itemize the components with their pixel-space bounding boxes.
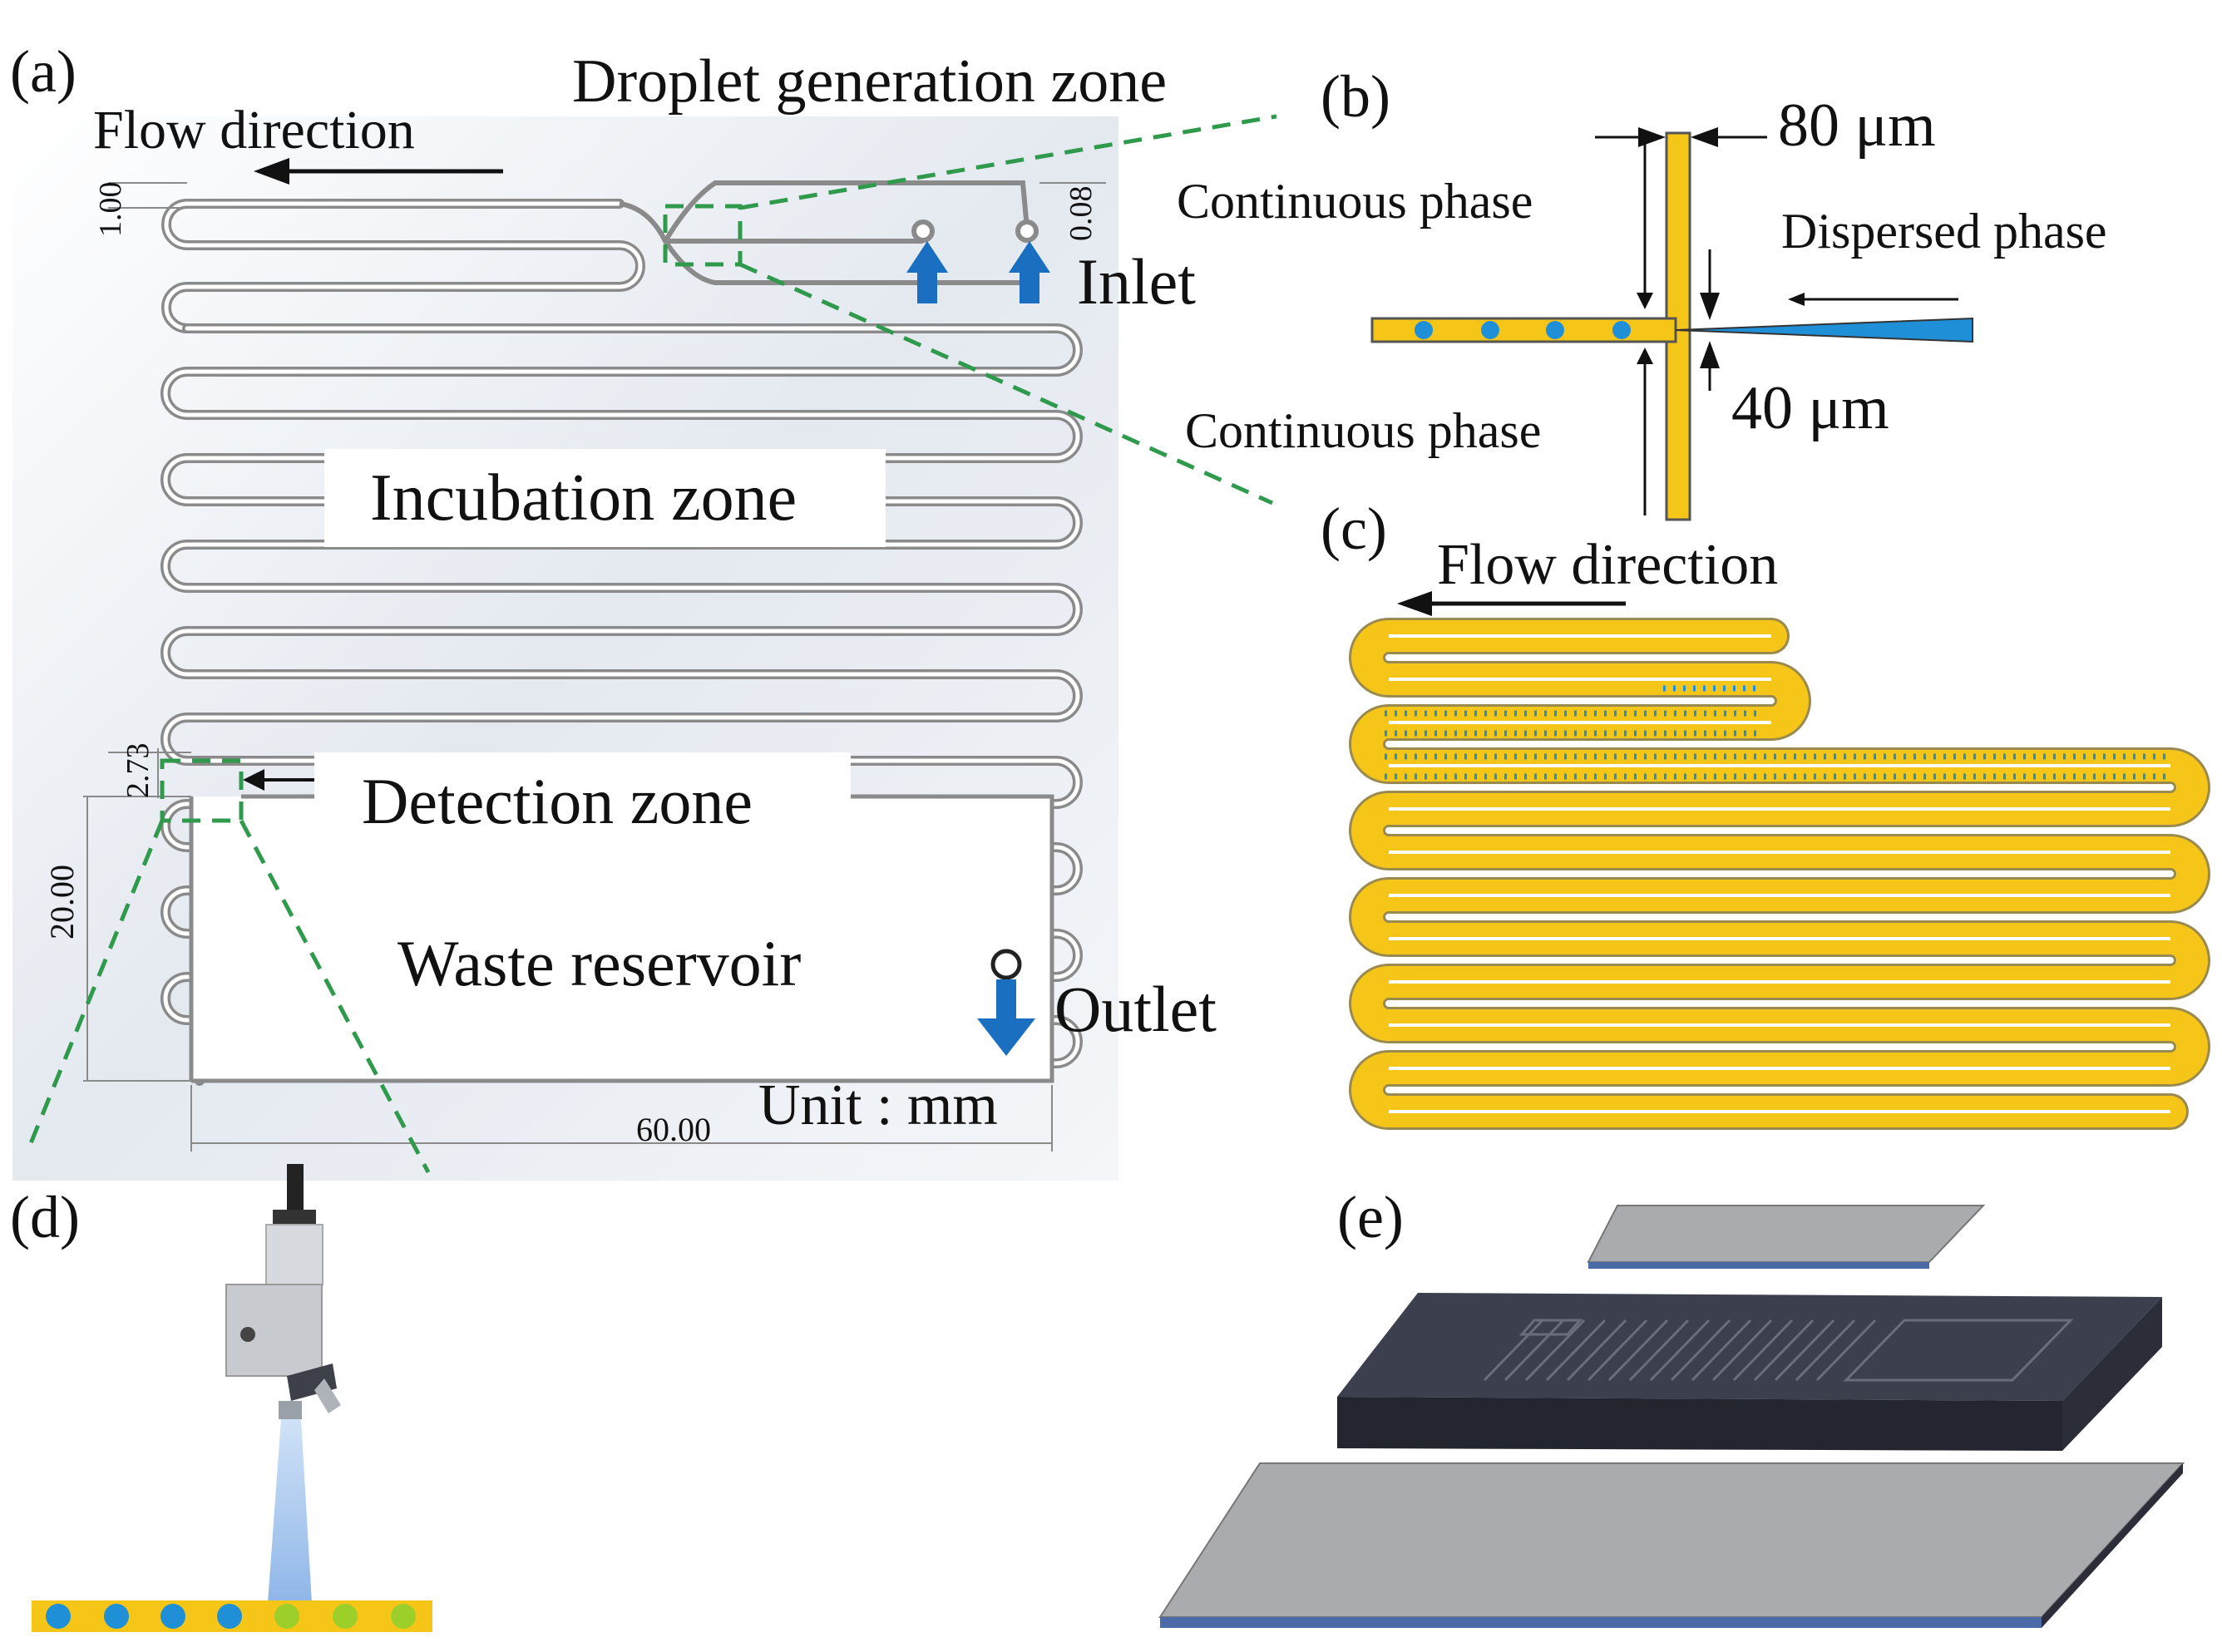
serpentine-c-fill [1351, 620, 2208, 1127]
continuous-top-label: Continuous phase [1177, 174, 1533, 229]
detection-label-bg [314, 752, 851, 848]
panel-d-letter: (d) [10, 1184, 80, 1250]
droplet-zone-label: Droplet generation zone [572, 47, 1167, 116]
droplet-generator-channels [619, 180, 1039, 285]
panel-e: (e) [1158, 1184, 2185, 1628]
flow-direction-label-c: Flow direction [1437, 533, 1778, 597]
top-cover [1587, 1205, 1986, 1269]
outlet-arrow [977, 979, 1035, 1056]
panel-e-letter: (e) [1337, 1184, 1404, 1250]
light-beam [268, 1419, 312, 1603]
dispersed-inlet [1675, 317, 1973, 343]
flow-direction-label-a: Flow direction [93, 100, 415, 160]
dim-detect-label: 2.73 [121, 743, 156, 799]
width-80-label: 80 μm [1778, 91, 1936, 160]
microscope-icon [225, 1164, 341, 1419]
continuous-bottom-label: Continuous phase [1185, 403, 1541, 458]
outlet-port [990, 949, 1022, 980]
upper-serpentine-inner [164, 201, 643, 331]
dispersed-label: Dispersed phase [1781, 204, 2107, 259]
dim-height-label: 20.00 [43, 865, 81, 939]
detection-zone-box [160, 758, 244, 823]
inlet-arrow-1 [906, 241, 948, 303]
incubation-serpentine-inner [163, 326, 1080, 1083]
width-40-label: 40 μm [1731, 374, 1889, 442]
serpentine-c-center [1389, 634, 2170, 1113]
glass-slide [1158, 1462, 2185, 1628]
detection-arrow-head [243, 769, 264, 791]
incubation-zone-label: Incubation zone [370, 461, 797, 535]
incubation-label-bg [324, 449, 886, 547]
waste-reservoir-label: Waste reservoir [397, 927, 801, 999]
dim-arrows-b [1595, 136, 1958, 515]
panel-d: (d) [10, 1164, 432, 1632]
panel-a-letter: (a) [10, 38, 77, 105]
chip-channel-pattern [1483, 1319, 1877, 1382]
flow-arrow-a-head [254, 158, 289, 185]
unit-label: Unit : mm [758, 1073, 998, 1137]
inlet-label: Inlet [1077, 245, 1196, 318]
panel-a: (a) Flow direction Droplet generation zo… [10, 38, 1277, 1181]
dim-channel-label: 1.00 [93, 182, 128, 238]
droplet-zone-box [663, 204, 743, 267]
panel-b: (b) 80 μm Continuous phase Dispersed pha… [1177, 63, 2107, 521]
droplets-b [1415, 321, 1631, 339]
inlet-arrows [906, 241, 1050, 303]
pdms-chip [1337, 1293, 2162, 1451]
detection-zone-label: Detection zone [362, 765, 753, 837]
droplet-dots-c [1385, 685, 2166, 780]
chip-reservoir-outline [1843, 1319, 2074, 1382]
guide-lines-a-b [663, 114, 1277, 505]
dim-width-label: 60.00 [636, 1111, 711, 1148]
panel-c-letter: (c) [1321, 496, 1387, 562]
dim-arrowheads-b [1637, 127, 1805, 368]
outlet-label: Outlet [1054, 973, 1217, 1045]
panel-b-letter: (b) [1321, 63, 1390, 130]
guide-lines-a-d [27, 758, 431, 1174]
inlet-arrow-2 [1009, 241, 1050, 303]
flow-arrow-c-head [1397, 591, 1432, 616]
dim-gap-label: 0.08 [1064, 186, 1099, 242]
droplets-d [46, 1604, 416, 1629]
panel-c: (c) Flow direction [1321, 496, 2210, 1130]
